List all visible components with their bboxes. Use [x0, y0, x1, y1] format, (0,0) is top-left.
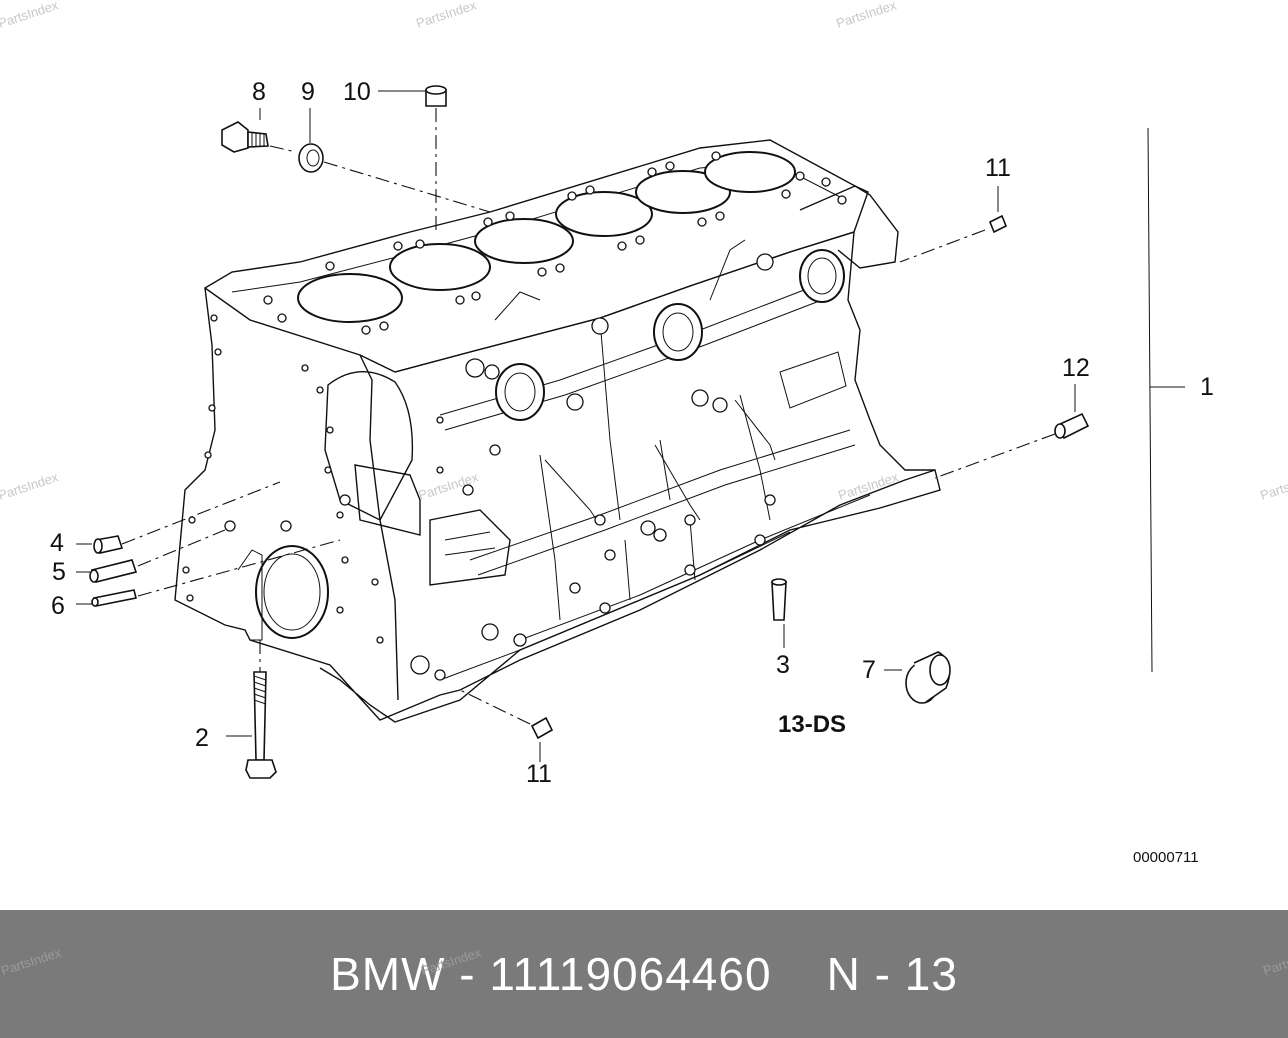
watermark-footer-right: PartsIndex [1261, 944, 1288, 979]
cylinder-bore-6 [704, 151, 796, 193]
cylinder-bore-2 [389, 243, 491, 291]
part-5-pin [89, 559, 138, 583]
watermark-mid-edge: PartsIndex [1258, 469, 1288, 503]
part-6-pin [91, 589, 137, 607]
watermark-footer-left: PartsIndex [0, 944, 63, 979]
part-4-plug [93, 535, 124, 554]
part-10-sleeve [425, 85, 447, 107]
side-bosses [410, 249, 845, 681]
part-12-dowel-sleeve [1054, 412, 1090, 440]
diagram-code: 00000711 [1133, 849, 1199, 866]
front-face-holes [182, 314, 444, 644]
leader-lines [76, 90, 1185, 762]
callout-1: 1 [1200, 373, 1214, 401]
deck-holes [263, 151, 847, 335]
callout-9: 9 [301, 78, 315, 106]
callout-12: 12 [1062, 354, 1090, 382]
callout-7: 7 [862, 656, 876, 684]
part-number-text: BMW - 11119064460 N - 13 [330, 948, 958, 1000]
watermark-top-center: PartsIndex [414, 0, 478, 31]
part-9-washer [298, 143, 324, 173]
watermark-top-right: PartsIndex [834, 0, 898, 31]
part-3-tube [771, 578, 787, 621]
callout-11-top: 11 [985, 154, 1011, 182]
cylinder-bore-4 [555, 191, 653, 237]
part-11-dowel-top [988, 214, 1008, 234]
engine-block [174, 139, 941, 723]
part-7-seal [905, 651, 951, 704]
part-8-bolt [221, 121, 269, 153]
cylinder-bore-3 [474, 218, 574, 264]
part-11-dowel-bottom [530, 716, 554, 740]
callout-5: 5 [52, 558, 66, 586]
callout-6: 6 [51, 592, 65, 620]
callout-3: 3 [776, 651, 790, 679]
callout-10: 10 [343, 78, 371, 106]
watermark-top-left: PartsIndex [0, 0, 61, 31]
parts-diagram: PartsIndex PartsIndex PartsIndex PartsIn… [0, 0, 1288, 866]
part-2-long-bolt [245, 671, 277, 779]
variant-label: 13-DS [778, 711, 846, 738]
cylinder-bore-5 [635, 170, 731, 214]
callout-4: 4 [50, 529, 64, 557]
watermark-mid-left: PartsIndex [0, 469, 61, 503]
callout-2: 2 [195, 724, 209, 752]
cylinder-bore-1 [297, 273, 403, 323]
crank-bore [255, 545, 329, 639]
callout-11-bottom: 11 [526, 760, 552, 788]
callout-8: 8 [252, 78, 266, 106]
part-number-banner: PartsIndex PartsIndex PartsIndex BMW - 1… [0, 910, 1288, 1038]
